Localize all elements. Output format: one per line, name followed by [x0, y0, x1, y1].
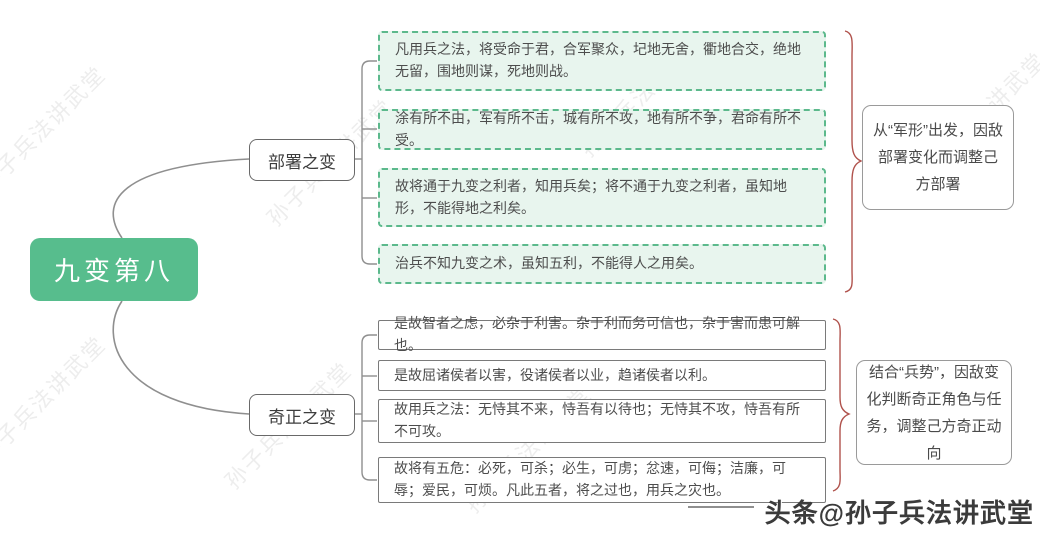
diagonal-watermark: 孙子兵法讲武堂 [0, 331, 111, 468]
brace-top [844, 30, 863, 293]
leaf-bushu-1[interactable]: 凡用兵之法，将受命于君，合军聚众，圮地无舍，衢地合交，绝地无留，围地则谋，死地则… [378, 31, 826, 91]
curve-root-to-qizheng [112, 300, 250, 415]
leaf-qizheng-4[interactable]: 故将有五危：必死，可杀；必生，可虏；忿速，可侮；洁廉，可辱；爱民，可烦。凡此五者… [378, 457, 826, 503]
branch-node-bushu[interactable]: 部署之变 [249, 139, 355, 181]
annotation-qizheng: 结合“兵势”，因敌变化判断奇正角色与任务，调整己方奇正动向 [856, 360, 1012, 465]
leaf-qizheng-2[interactable]: 是故屈诸侯者以害，役诸侯者以业，趋诸侯者以利。 [378, 360, 826, 391]
annotation-bushu: 从“军形”出发，因敌部署变化而调整己方部署 [862, 105, 1014, 210]
leaf-qizheng-3[interactable]: 故用兵之法：无恃其不来，恃吾有以待也；无恃其不攻，恃吾有所不可攻。 [378, 399, 826, 443]
footer-watermark: 头条@孙子兵法讲武堂 [764, 498, 1034, 528]
branch-node-qizheng[interactable]: 奇正之变 [249, 394, 355, 436]
curve-root-to-bushu [112, 158, 250, 239]
brace-bottom [832, 318, 851, 492]
bracket-bottom [353, 334, 377, 481]
leaf-qizheng-1[interactable]: 是故智者之虑，必杂于利害。杂于利而务可信也，杂于害而患可解也。 [378, 315, 826, 353]
bracket-top [353, 60, 377, 265]
leaf-bushu-4[interactable]: 治兵不知九变之术，虽知五利，不能得人之用矣。 [378, 244, 826, 284]
root-node[interactable]: 九变第八 [30, 238, 198, 301]
diagonal-watermark: 孙子兵法讲武堂 [0, 61, 111, 198]
leaf-bushu-3[interactable]: 故将通于九变之利者，知用兵矣；将不通于九变之利者，虽知地形，不能得地之利矣。 [378, 168, 826, 227]
footer-divider-line [688, 506, 754, 508]
leaf-bushu-2[interactable]: 涂有所不由，军有所不击，城有所不攻，地有所不争，君命有所不受。 [378, 109, 826, 150]
